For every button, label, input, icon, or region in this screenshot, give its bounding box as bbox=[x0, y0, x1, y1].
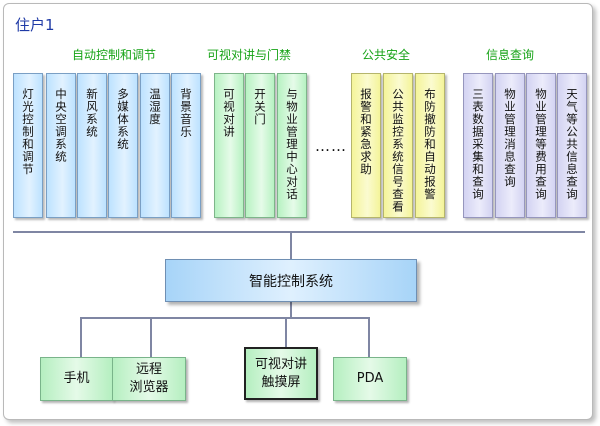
box-weather: 天气等公共信息查询 bbox=[557, 73, 587, 218]
box-property-messages: 物业管理消息查询 bbox=[495, 73, 525, 218]
connector-browser bbox=[150, 317, 152, 357]
box-label: 三表数据采集和查询 bbox=[471, 88, 485, 201]
box-fees: 物业管理等费用查询 bbox=[526, 73, 556, 218]
box-alarm: 报警和紧急求助 bbox=[351, 73, 381, 218]
box-label: 新风系统 bbox=[85, 88, 99, 138]
connector-hub-down bbox=[290, 302, 292, 317]
device-touchscreen: 可视对讲 触摸屏 bbox=[244, 347, 318, 400]
device-label-line1: 可视对讲 bbox=[254, 356, 307, 372]
box-label: 物业管理等费用查询 bbox=[534, 88, 548, 201]
smart-control-system: 智能控制系统 bbox=[165, 259, 417, 302]
box-bg-music: 背景音乐 bbox=[171, 73, 201, 218]
box-label: 中央空调系统 bbox=[54, 88, 68, 163]
box-central-ac: 中央空调系统 bbox=[46, 73, 76, 218]
box-label: 布防撤防和自动报警 bbox=[423, 88, 437, 201]
category-intercom: 可视对讲与门禁 bbox=[207, 48, 292, 62]
box-temp-humidity: 温湿度 bbox=[140, 73, 170, 218]
box-lighting: 灯光控制和调节 bbox=[13, 73, 43, 218]
box-label: 天气等公共信息查询 bbox=[565, 88, 579, 201]
box-label: 温湿度 bbox=[148, 88, 162, 126]
connector-touchscreen bbox=[285, 317, 287, 347]
connector-bus-to-hub bbox=[290, 232, 292, 259]
device-label-line1: 远程 bbox=[135, 362, 162, 377]
box-label: 公共监控系统信号查看 bbox=[391, 88, 405, 213]
device-label: 手机 bbox=[63, 371, 90, 386]
box-multimedia: 多媒体系统 bbox=[108, 73, 138, 218]
box-door-open: 开关门 bbox=[245, 73, 275, 218]
box-talk-property: 与物业管理中心对话 bbox=[277, 73, 307, 218]
device-phone: 手机 bbox=[40, 357, 113, 401]
device-bus-line bbox=[80, 317, 370, 319]
connector-phone bbox=[80, 317, 82, 357]
box-video-intercom: 可视对讲 bbox=[214, 73, 244, 218]
category-auto-control: 自动控制和调节 bbox=[72, 48, 157, 62]
device-label-line2: 浏览器 bbox=[129, 380, 169, 395]
box-label: 背景音乐 bbox=[179, 88, 193, 138]
box-label: 开关门 bbox=[253, 88, 267, 126]
box-label: 与物业管理中心对话 bbox=[285, 88, 299, 201]
box-label: 可视对讲 bbox=[222, 88, 236, 138]
box-label: 物业管理消息查询 bbox=[503, 88, 517, 188]
box-label: 灯光控制和调节 bbox=[21, 88, 35, 176]
device-remote-browser: 远程 浏览器 bbox=[112, 357, 186, 401]
category-public-safety: 公共安全 bbox=[362, 48, 411, 62]
device-label: PDA bbox=[356, 371, 384, 386]
box-label: 报警和紧急求助 bbox=[359, 88, 373, 176]
connector-pda bbox=[368, 317, 370, 357]
category-info-query: 信息查询 bbox=[486, 48, 535, 62]
device-label-line2: 触摸屏 bbox=[261, 374, 301, 390]
box-meter-data: 三表数据采集和查询 bbox=[463, 73, 493, 218]
box-cctv: 公共监控系统信号查看 bbox=[383, 73, 413, 218]
box-label: 多媒体系统 bbox=[116, 88, 130, 151]
device-pda: PDA bbox=[333, 357, 407, 401]
bus-line bbox=[13, 231, 585, 233]
box-arm-disarm: 布防撤防和自动报警 bbox=[415, 73, 445, 218]
page-title: 住户1 bbox=[15, 16, 55, 34]
box-fresh-air: 新风系统 bbox=[77, 73, 107, 218]
ellipsis: …… bbox=[315, 137, 347, 155]
